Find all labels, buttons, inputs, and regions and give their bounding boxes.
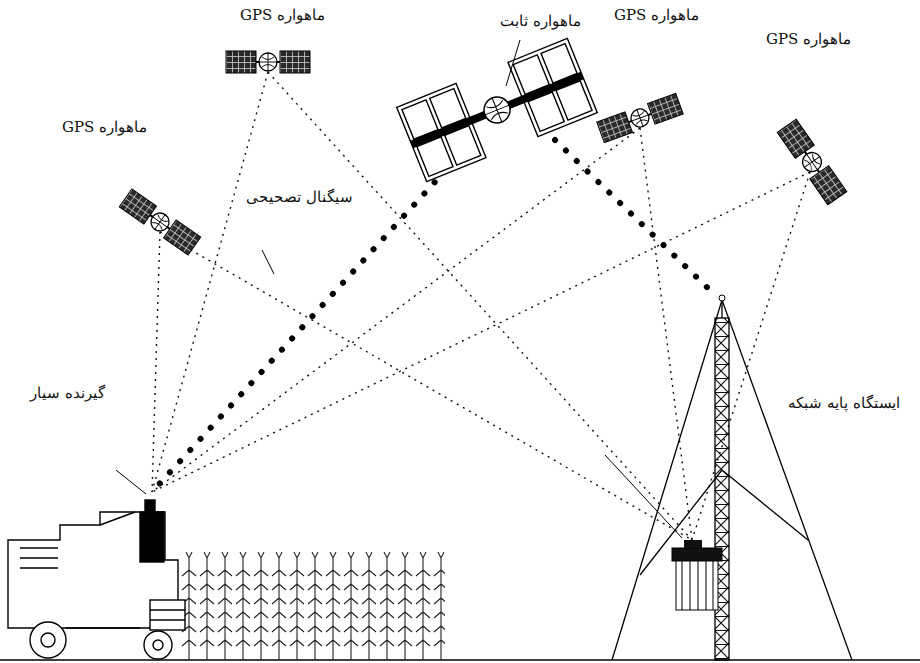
label-holder: ایستگاه پایه شبکه [786, 394, 902, 412]
gps-satellite [597, 93, 683, 142]
label-holder: سیگنال تصحیحی [244, 188, 355, 206]
part-label: ایستگاه پایه شبکه [786, 394, 902, 412]
part-label: ماهواره GPS [764, 30, 853, 48]
label-holder: گیرنده سیار [28, 384, 107, 402]
corn-field [180, 552, 445, 660]
signal-lines [152, 72, 810, 540]
gps-satellite [777, 119, 847, 204]
label-holder: ماهواره GPS [764, 30, 853, 48]
signal-label: سیگنال تصحیحی [244, 188, 355, 206]
leader-lines [116, 40, 682, 538]
base-tower [612, 295, 852, 660]
base-receiver [672, 540, 722, 610]
geostationary-satellite [397, 38, 598, 181]
label-holder: ماهواره ثابت [498, 12, 583, 30]
part-label: ماهواره ثابت [498, 12, 583, 30]
part-label: ماهواره GPS [60, 118, 149, 136]
gps-satellite [119, 189, 200, 255]
correction-signal [152, 140, 716, 492]
gps-satellite [226, 51, 310, 73]
part-label: ماهواره GPS [612, 6, 701, 24]
part-label: گیرنده سیار [28, 384, 107, 402]
label-holder: ماهواره GPS [238, 6, 327, 24]
label-holder: ماهواره GPS [612, 6, 701, 24]
part-label: ماهواره GPS [238, 6, 327, 24]
combine-harvester [8, 500, 185, 659]
label-holder: ماهواره GPS [60, 118, 149, 136]
